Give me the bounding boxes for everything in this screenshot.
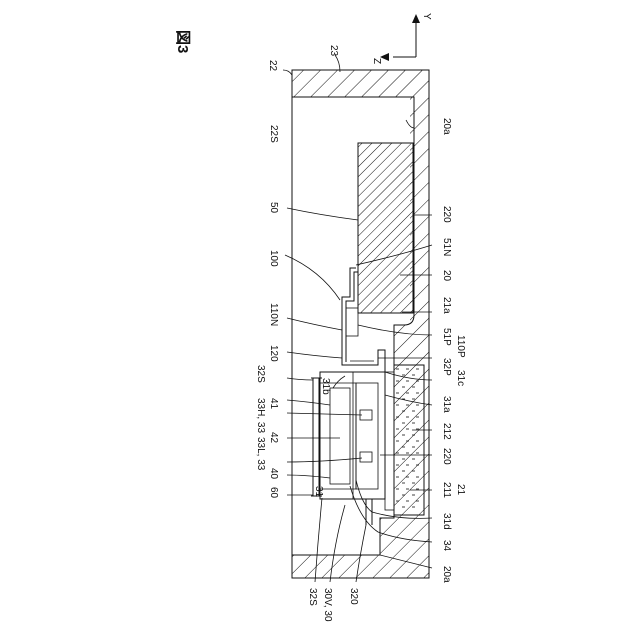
axis-indicator: Y Z: [371, 13, 432, 64]
label-51P: 51P: [441, 328, 452, 346]
label-22: 22: [267, 60, 278, 72]
reference-labels: 22 23 22S 20a 50 220 100 51N 20 110N 21a…: [255, 45, 466, 622]
label-51N: 51N: [441, 238, 452, 256]
label-32S-top: 32S: [255, 365, 266, 383]
block-50: [358, 143, 413, 313]
block-21: [385, 365, 424, 515]
label-33L: 33L, 33: [255, 437, 266, 471]
label-30V: 30V, 30: [322, 588, 333, 622]
label-20: 20: [441, 270, 452, 282]
label-212: 212: [441, 423, 452, 440]
label-31b: 31b: [320, 378, 331, 395]
label-32P: 32P: [441, 358, 452, 376]
label-110N: 110N: [268, 303, 279, 326]
z-axis-label: Z: [371, 58, 382, 64]
label-21: 21: [455, 484, 466, 496]
label-31d: 31d: [441, 513, 452, 530]
figure-title: 図3: [174, 30, 191, 53]
label-110P: 110P: [455, 335, 466, 358]
label-20a-bottom: 20a: [441, 566, 452, 583]
label-32S-bottom: 32S: [307, 588, 318, 606]
label-211: 211: [441, 482, 452, 498]
label-23: 23: [328, 45, 339, 57]
label-41: 41: [268, 398, 279, 410]
label-33H: 33H, 33: [255, 398, 266, 433]
label-22S: 22S: [268, 125, 279, 143]
label-31c: 31c: [455, 370, 466, 386]
label-50: 50: [268, 202, 279, 214]
y-axis-label: Y: [421, 13, 432, 20]
label-220-top: 220: [441, 206, 452, 223]
label-31: 31: [313, 486, 324, 498]
label-220-bottom: 220: [441, 448, 452, 465]
label-21a: 21a: [441, 297, 452, 314]
label-120: 120: [268, 345, 279, 362]
label-34: 34: [441, 540, 452, 552]
label-20a-top: 20a: [441, 118, 452, 135]
module-30: [311, 372, 385, 525]
label-40: 40: [268, 468, 279, 480]
label-60: 60: [268, 487, 279, 499]
label-42: 42: [268, 432, 279, 444]
label-320: 320: [348, 588, 359, 605]
label-100: 100: [268, 250, 279, 267]
label-31a: 31a: [441, 396, 452, 413]
